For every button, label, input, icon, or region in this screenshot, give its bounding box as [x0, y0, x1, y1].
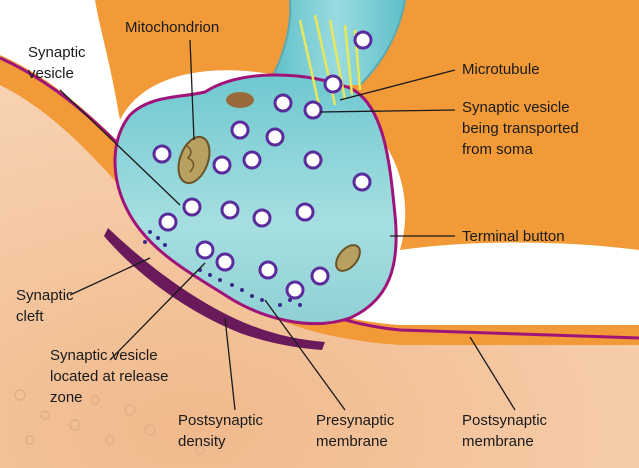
- label-cleft-line2: cleft: [16, 308, 44, 325]
- label-postsyn-density-line1: Postsynaptic: [178, 412, 264, 429]
- leader-lines: [59, 39, 516, 411]
- label-presyn-membrane-line2: membrane: [316, 433, 388, 450]
- postsynaptic-cytoplasm: [0, 85, 639, 468]
- label-synaptic-vesicle-line2: vesicle: [28, 65, 74, 82]
- label-postsyn-density-line2: density: [178, 433, 226, 450]
- label-mitochondrion: Mitochondrion: [125, 19, 219, 36]
- label-release-line2: located at release: [50, 368, 168, 385]
- label-release-line1: Synaptic vesicle: [50, 347, 158, 364]
- axon-stem: [270, 0, 405, 85]
- mitochondrion-outer: [226, 92, 254, 108]
- label-transported-line2: being transported: [462, 120, 579, 137]
- label-transported-line1: Synaptic vesicle: [462, 99, 570, 116]
- synaptic-vesicles: [152, 30, 373, 300]
- label-synaptic-vesicle-line1: Synaptic: [28, 44, 86, 61]
- label-postsyn-membrane-line1: Postsynaptic: [462, 412, 548, 429]
- upper-orange-region: [95, 0, 639, 250]
- label-terminal-button: Terminal button: [462, 228, 565, 245]
- label-microtubule: Microtubule: [462, 61, 540, 78]
- label-release-line3: zone: [50, 389, 83, 406]
- axon-membrane-right: [359, 0, 406, 86]
- label-transported-line3: from soma: [462, 141, 534, 158]
- mitochondrion-shape-2: [335, 244, 361, 272]
- label-presyn-membrane-line1: Presynaptic: [316, 412, 395, 429]
- label-postsyn-membrane-line2: membrane: [462, 433, 534, 450]
- label-cleft-line1: Synaptic: [16, 287, 74, 304]
- cytoplasm-granules: [14, 389, 205, 455]
- mitochondrion-shape: [177, 135, 211, 185]
